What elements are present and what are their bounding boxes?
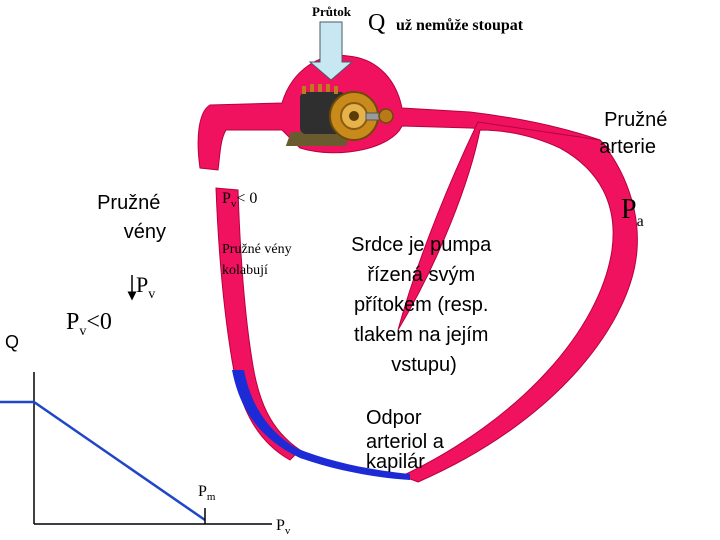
elastic-arteries-line2: arterie — [599, 136, 656, 158]
veins-collapse-line2: kolabují — [222, 263, 268, 278]
heart-pump-label: Srdce je pumpa řízená svým přítokem (res… — [351, 234, 497, 376]
graph-y-label: Q — [5, 332, 19, 352]
heart-pump-line2: řízená svým — [367, 264, 475, 286]
elastic-veins-line2: vény — [124, 221, 166, 243]
pa-label: Pa — [621, 194, 644, 230]
q-statement: už nemůže stoupat — [396, 17, 524, 34]
heart-pump-line3: přítokem (resp. — [354, 294, 488, 316]
graph-curve — [0, 402, 205, 520]
graph-pm-label: Pm — [198, 483, 216, 503]
resistance-line1: Odpor — [366, 407, 422, 429]
pv-negative-label: Pv<0 — [66, 309, 112, 339]
heart-pump-line1: Srdce je pumpa — [351, 234, 492, 256]
elastic-veins-label: Pružné vény — [97, 192, 166, 243]
elastic-veins-line1: Pružné — [97, 192, 160, 214]
elastic-arteries-line1: Pružné — [604, 109, 667, 131]
resistance-line2: arteriol a — [366, 431, 445, 453]
heart-pump-line4: tlakem na jejím — [354, 324, 489, 346]
q-symbol-top: Q — [368, 10, 385, 36]
top-vessel — [198, 55, 610, 170]
elastic-arteries-label: Pružné arterie — [599, 109, 673, 158]
heart-pump-line5: vstupu) — [391, 354, 457, 376]
resistance-line3: kapilár — [366, 451, 425, 473]
flow-label: Průtok — [312, 4, 352, 19]
veins-collapse-line1: Pružné vény — [222, 242, 292, 257]
graph-x-label: Pv — [276, 517, 291, 537]
pv-label: Pv — [136, 272, 155, 302]
